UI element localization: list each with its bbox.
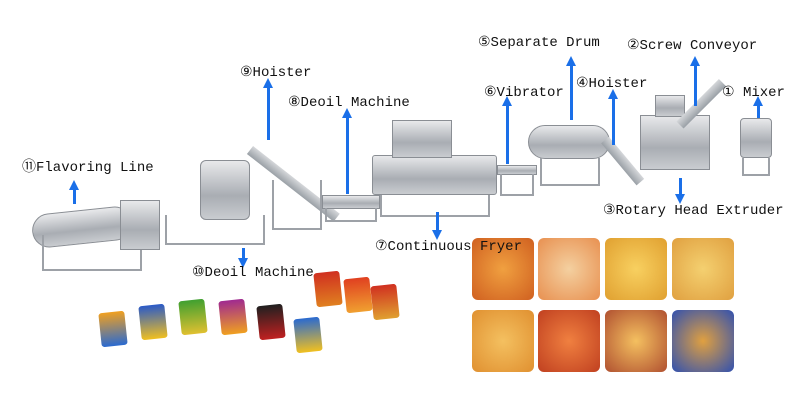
label-vibrator: ⑥Vibrator xyxy=(484,85,564,101)
arrow-up-icon xyxy=(753,96,763,118)
arrow-up-icon xyxy=(502,96,512,164)
arrow-up-icon xyxy=(69,180,79,204)
hoister-4-belt xyxy=(601,136,645,186)
label-deoil-machine-10: ⑩Deoil Machine xyxy=(192,265,314,281)
snack-photo xyxy=(672,238,734,300)
arrow-up-icon xyxy=(263,78,273,140)
snack-photo xyxy=(538,310,600,372)
snack-bag xyxy=(256,303,286,341)
deoil-frame xyxy=(165,215,265,245)
mixer-body xyxy=(740,118,772,158)
label-screw-conveyor: ②Screw Conveyor xyxy=(627,38,758,54)
snack-photo xyxy=(605,238,667,300)
snack-bag xyxy=(343,276,373,314)
fryer-hood xyxy=(392,120,452,158)
arrow-up-icon xyxy=(342,108,352,194)
vibrator-frame xyxy=(500,174,534,196)
snack-bag xyxy=(313,270,343,308)
snack-bag xyxy=(370,283,400,321)
fryer-body xyxy=(372,155,497,195)
arrow-down-icon xyxy=(238,248,248,268)
snack-photo xyxy=(472,310,534,372)
deoil-8-body xyxy=(322,195,380,209)
separate-drum-frame xyxy=(540,158,600,186)
snack-bag xyxy=(98,310,128,348)
snack-photo xyxy=(538,238,600,300)
vibrator-tray xyxy=(497,165,537,175)
snack-photo xyxy=(605,310,667,372)
label-mixer: ① Mixer xyxy=(722,85,785,101)
fryer-frame xyxy=(380,195,490,217)
extruder-body xyxy=(640,115,710,170)
snack-photo xyxy=(472,238,534,300)
snack-bag xyxy=(138,303,168,341)
snack-bag xyxy=(178,298,208,336)
label-flavoring-line: ⑪Flavoring Line xyxy=(22,160,154,176)
label-separate-drum: ⑤Separate Drum xyxy=(478,35,600,51)
label-deoil-machine-8: ⑧Deoil Machine xyxy=(288,95,410,111)
label-rotary-head-extruder: ③Rotary Head Extruder xyxy=(603,203,784,219)
deoil-body xyxy=(200,160,250,220)
mixer-frame xyxy=(742,158,770,176)
flavoring-frame xyxy=(42,235,142,271)
arrow-up-icon xyxy=(566,56,576,120)
label-hoister-9: ⑨Hoister xyxy=(240,65,312,81)
flavoring-feeder xyxy=(120,200,160,250)
label-hoister-4: ④Hoister xyxy=(576,76,648,92)
snack-photo xyxy=(672,310,734,372)
label-continuous-fryer: ⑦Continuous Fryer xyxy=(375,239,522,255)
extruder-head xyxy=(655,95,685,117)
arrow-up-icon xyxy=(608,89,618,145)
arrow-down-icon xyxy=(432,212,442,240)
deoil-8-frame xyxy=(325,208,377,222)
hoister-frame xyxy=(272,180,322,230)
arrow-up-icon xyxy=(690,56,700,106)
arrow-down-icon xyxy=(675,178,685,204)
separate-drum xyxy=(528,125,610,159)
snack-bag xyxy=(293,316,323,354)
snack-bag xyxy=(218,298,248,336)
